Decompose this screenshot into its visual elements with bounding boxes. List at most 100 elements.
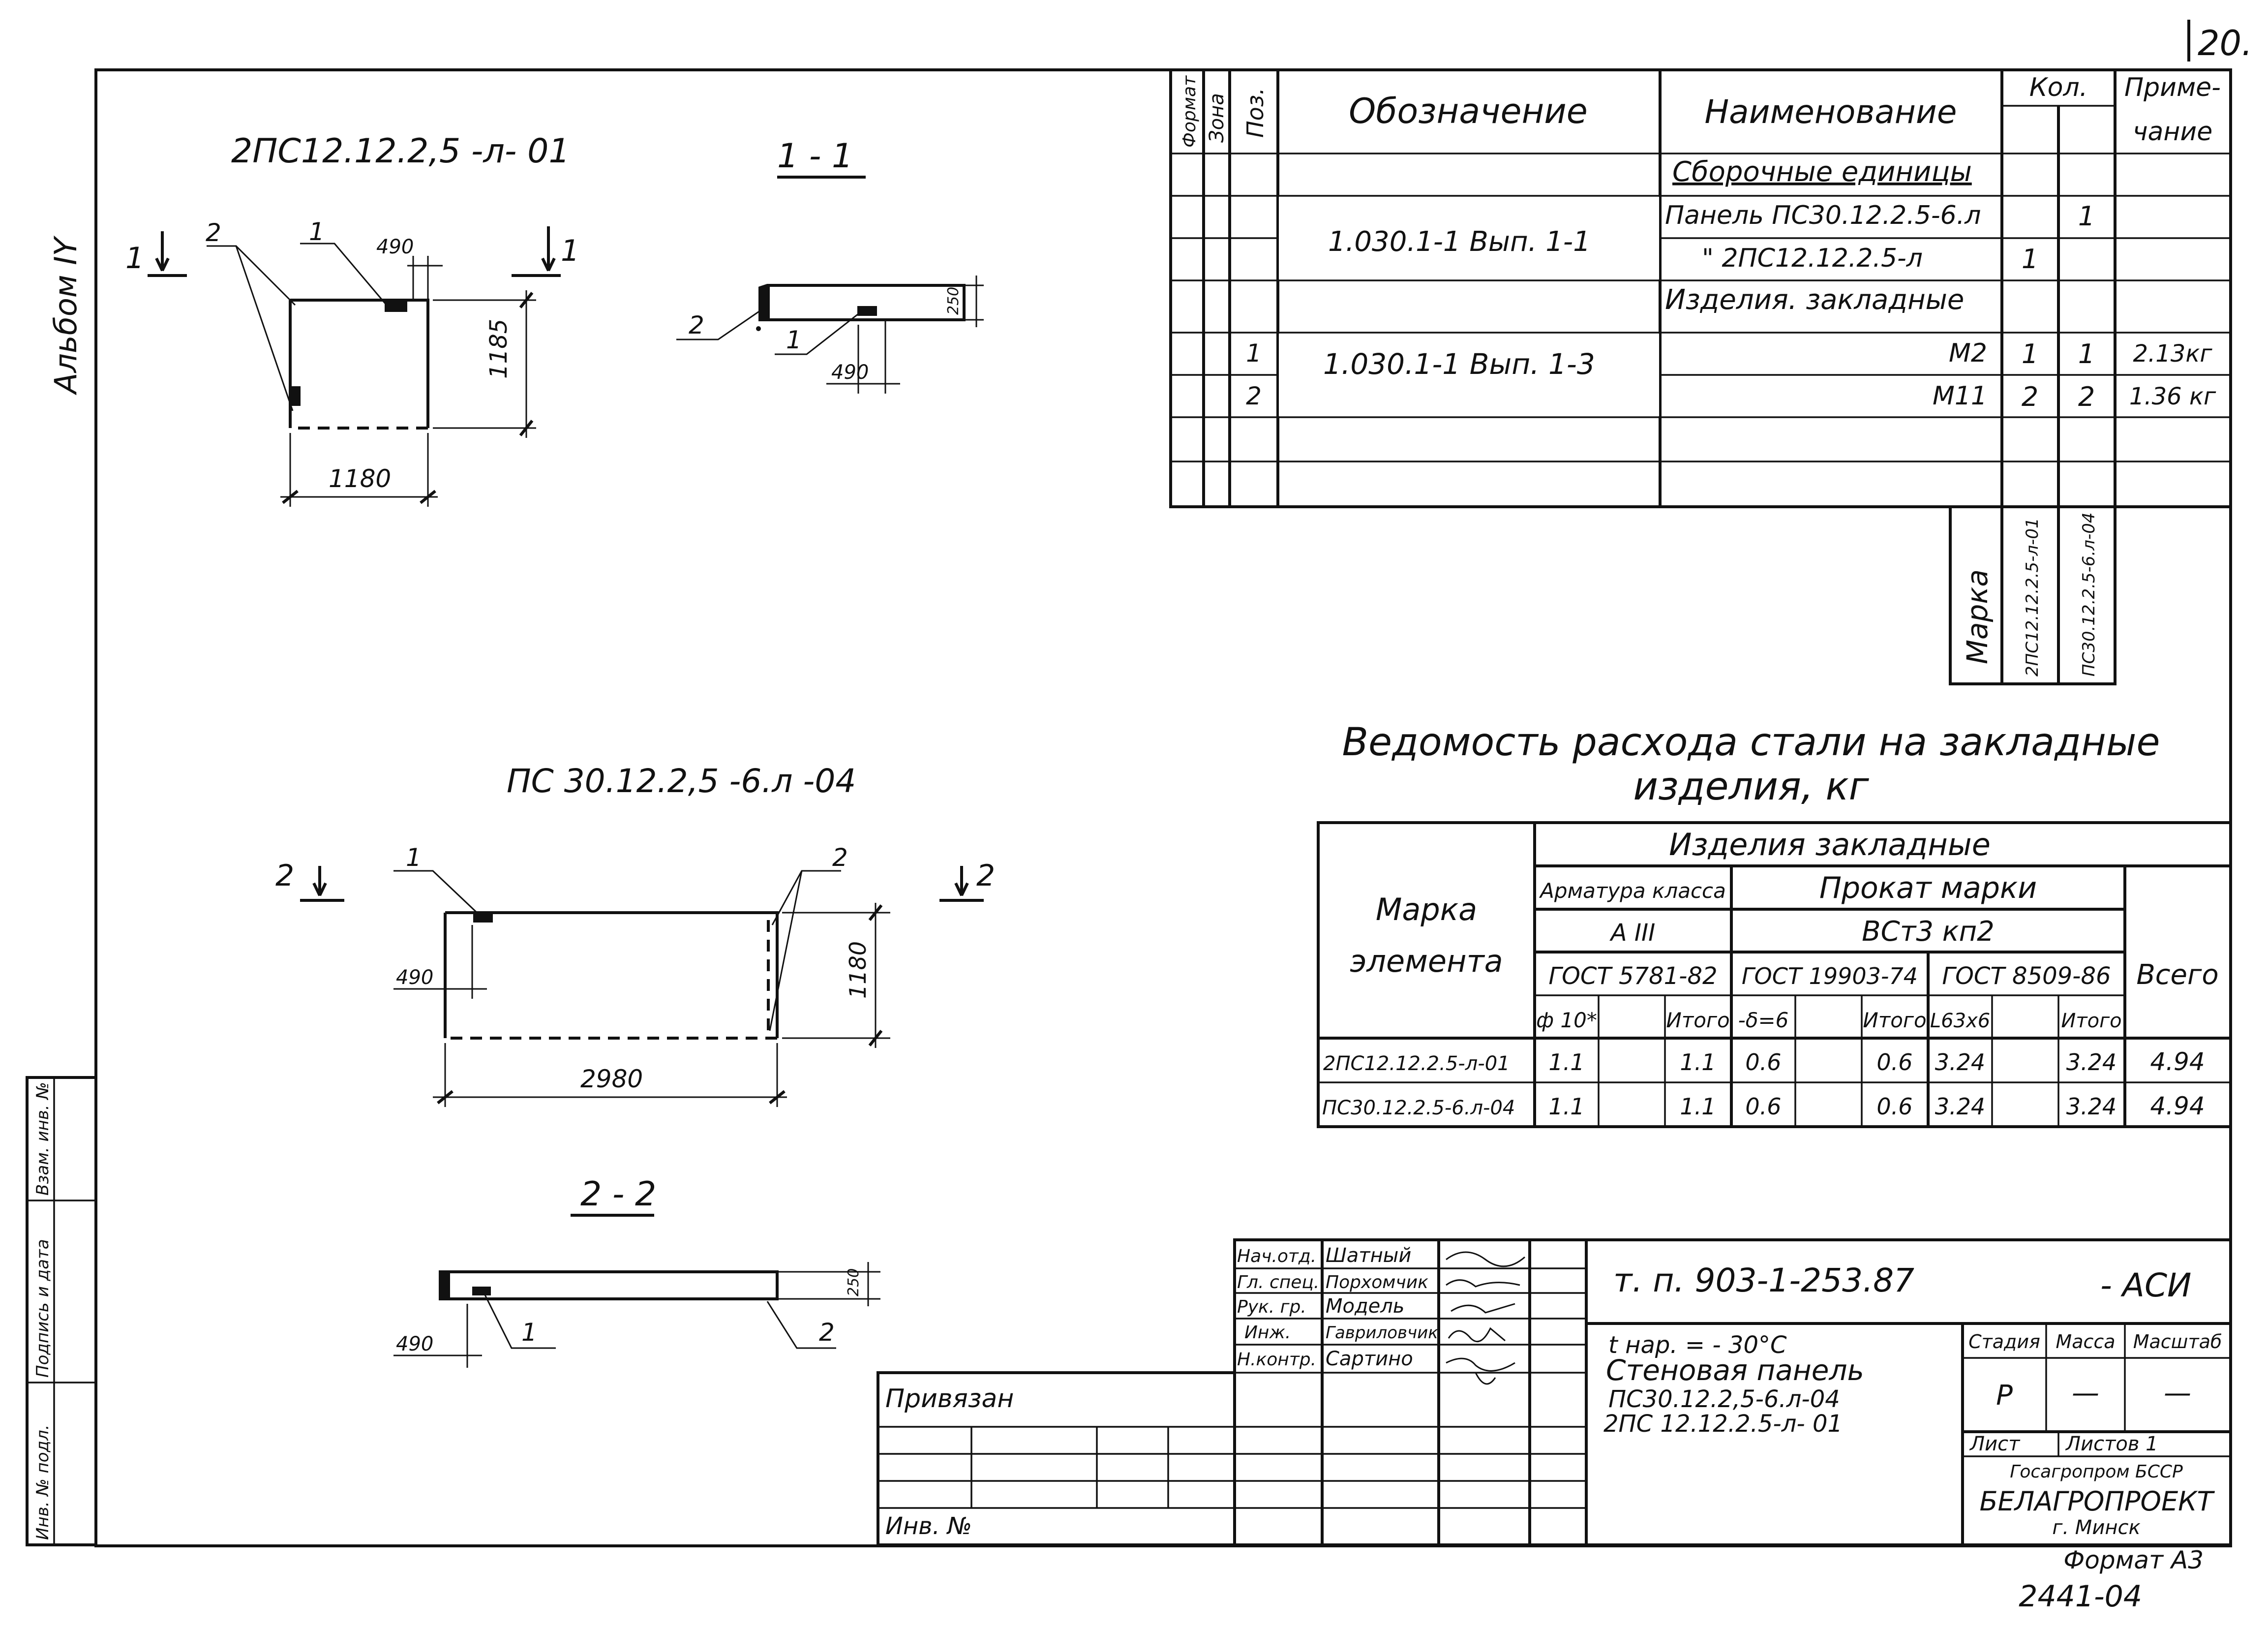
spec-row-5-q1: 1 [2022, 338, 2038, 369]
panel-1-offset: 490 [376, 236, 414, 258]
inventory-stamp: Взам. инв. № Подпись и дата Инв. № подл. [26, 1076, 97, 1546]
steel-head-gost1: ГОСТ 5781-82 [1548, 962, 1717, 990]
spec-row-6-pos: 2 [1246, 382, 1262, 410]
section-1-1-offset: 490 [831, 361, 869, 384]
panel-1-cut-right: 1 [561, 234, 579, 268]
tb-name-3: Модель [1326, 1295, 1404, 1318]
steel-head-gost3: ГОСТ 8509-86 [1942, 962, 2111, 990]
tb-suffix: - АСИ [2100, 1266, 2191, 1304]
steel-row-1-v7: 3.24 [1935, 1049, 1985, 1076]
spec-row-3-q1: 1 [2022, 244, 2038, 275]
panel-1-title: 2ПС12.12.2,5 -л- 01 [231, 132, 570, 171]
spec-row-2-name: Панель ПС30.12.2.5-6.л [1665, 201, 1981, 230]
panel-1-drawing: 2ПС12.12.2,5 -л- 01 1 1 2 1 490 1180 118… [125, 132, 579, 507]
section-1-1-pos1: 1 [786, 326, 802, 354]
steel-row-2-total: 4.94 [2150, 1092, 2205, 1120]
panel-2-offset: 490 [396, 966, 433, 989]
panel-2-cut-left: 2 [275, 859, 294, 893]
tb-role-1: Нач.отд. [1237, 1246, 1316, 1266]
spec-row-3-name: " 2ПС12.12.2.5-л [1702, 244, 1923, 273]
drawing-number: 2441-04 [2019, 1579, 2142, 1614]
spec-row-5-name: М2 [1949, 338, 1987, 368]
steel-sub-6: Итого [1863, 1008, 1926, 1032]
section-1-1-drawing: 1 - 1 250 2 1 490 [676, 137, 984, 394]
signature-2 [1446, 1279, 1520, 1288]
steel-row-1-total: 4.94 [2150, 1047, 2205, 1076]
panel-1-width: 1180 [329, 464, 391, 493]
steel-row-2-v4: 0.6 [1745, 1093, 1781, 1120]
spec-marka-label: Марка [1961, 569, 1994, 664]
panel-1-pos1: 1 [309, 217, 325, 246]
steel-row-2-mark: ПС30.12.2.5-6.л-04 [1322, 1097, 1515, 1119]
spec-head-note1: Приме- [2124, 73, 2221, 102]
spec-designation-group-2: 1.030.1-1 Вып. 1-3 [1323, 347, 1595, 381]
spec-row-5-note: 2.13кг [2133, 340, 2212, 368]
tb-masshtab-value: — [2164, 1377, 2191, 1409]
steel-sub-7: L63х6 [1930, 1010, 1990, 1032]
tb-massa-value: — [2072, 1377, 2099, 1409]
panel-2-drawing: ПС 30.12.2,5 -6.л -04 2 2 1 2 490 2980 1… [275, 762, 995, 1107]
tb-name-4: Гавриловчик [1326, 1323, 1438, 1343]
panel-2-height: 1180 [845, 941, 871, 999]
steel-sub-9: Итого [2061, 1010, 2121, 1032]
spec-marka-col-1: 2ПС12.12.2.5-л-01 [2023, 518, 2042, 677]
tb-list: Лист [1969, 1433, 2021, 1455]
spec-head-qty: Кол. [2029, 73, 2088, 102]
steel-row-2-v6: 0.6 [1876, 1093, 1912, 1120]
tb-role-5: Н.контр. [1237, 1350, 1316, 1370]
spec-row-6-name: М11 [1933, 381, 1987, 411]
steel-sub-1: ф 10* [1536, 1008, 1597, 1032]
spec-head-format: Формат [1179, 75, 1200, 148]
steel-head-gost2: ГОСТ 19903-74 [1742, 963, 1918, 989]
steel-sub-4: -δ=6 [1738, 1008, 1789, 1032]
spec-head-pos: Поз. [1242, 88, 1269, 138]
section-2-2-thickness: 250 [845, 1268, 862, 1296]
tb-org-3: г. Минск [2052, 1516, 2140, 1539]
spec-table: Формат Зона Поз. Обозначение Наименовани… [1169, 68, 2232, 685]
steel-row-1-mark: 2ПС12.12.2.5-л-01 [1323, 1052, 1510, 1075]
tb-stadia: Стадия [1968, 1331, 2040, 1353]
spec-row-5-pos: 1 [1246, 339, 1262, 368]
panel-1-height: 1185 [485, 319, 513, 379]
panel-2-title: ПС 30.12.2,5 -6.л -04 [507, 762, 856, 800]
spec-row-5-q2: 1 [2078, 338, 2095, 369]
steel-row-2-v9: 3.24 [2066, 1093, 2117, 1120]
tb-masshtab: Масштаб [2133, 1331, 2222, 1353]
panel-1-cut-left: 1 [125, 241, 144, 276]
spec-row-4-name: Изделия. закладные [1665, 284, 1964, 316]
steel-head-prokat-mark: ВСт3 кп2 [1862, 916, 1995, 948]
tb-desc-2: ПС30.12.2,5-6.л-04 [1608, 1385, 1840, 1413]
tb-name-1: Шатный [1326, 1244, 1411, 1267]
tb-massa: Масса [2056, 1331, 2115, 1353]
steel-row-1-v3: 1.1 [1680, 1049, 1716, 1076]
spec-row-1-name: Сборочные единицы [1672, 156, 1972, 188]
steel-row-1-v9: 3.24 [2066, 1049, 2117, 1076]
title-block: Нач.отд. Гл. спец. Рук. гр. Инж. Н.контр… [877, 1238, 2232, 1546]
spec-marka-col-2: ПС30.12.2.5-6.л-04 [2079, 513, 2099, 677]
panel-2-pos2: 2 [832, 843, 848, 872]
panel-1-pos2: 2 [206, 218, 221, 247]
spec-head-note2: чание [2133, 117, 2212, 147]
stamp-inv-podl: Инв. № подл. [33, 1424, 53, 1540]
steel-row-1-v4: 0.6 [1745, 1049, 1781, 1076]
spec-row-6-q2: 2 [2078, 381, 2095, 412]
tb-stadia-value: Р [1996, 1380, 2013, 1412]
steel-row-2-v7: 3.24 [1935, 1093, 1985, 1120]
steel-head-marka1: Марка [1376, 892, 1477, 927]
steel-head-izd: Изделия закладные [1669, 827, 1991, 862]
steel-table: Ведомость расхода стали на закладные изд… [1317, 720, 2232, 1128]
steel-title-line2: изделия, кг [1633, 765, 1869, 809]
panel-2-pos1: 1 [406, 843, 422, 872]
section-1-1-thickness: 250 [945, 287, 962, 315]
corner-page-number: 20. [2198, 23, 2252, 63]
stamp-podpis: Подпись и дата [33, 1239, 53, 1378]
section-1-1-title: 1 - 1 [777, 137, 853, 176]
section-1-1-pos2: 2 [689, 311, 704, 339]
tb-org-1: Госагропром БССР [2010, 1462, 2183, 1482]
section-2-2-pos1: 1 [521, 1318, 537, 1347]
steel-head-armatura-class: А III [1609, 919, 1656, 947]
panel-2-cut-right: 2 [976, 859, 995, 893]
steel-row-1-v6: 0.6 [1876, 1049, 1912, 1076]
steel-title-line1: Ведомость расхода стали на закладные [1342, 720, 2160, 765]
